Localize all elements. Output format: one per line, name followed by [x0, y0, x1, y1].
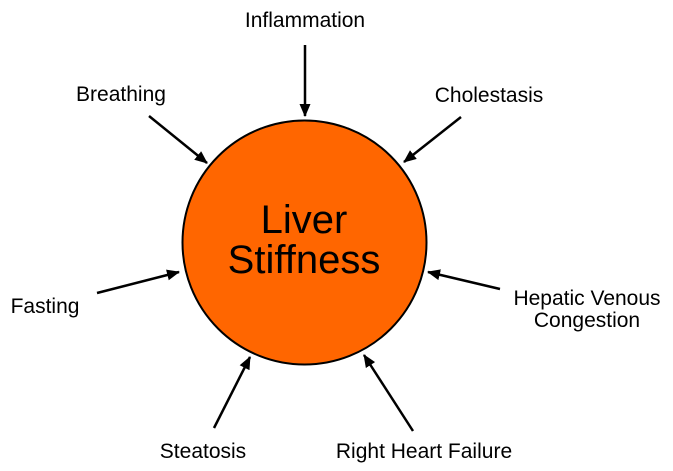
arrow-steatosis: [212, 356, 252, 429]
factor-label-steatosis: Steatosis: [159, 440, 247, 463]
factor-label-breathing: Breathing: [76, 83, 166, 106]
factor-label-inflammation: Inflammation: [244, 9, 366, 32]
factor-label-fasting: Fasting: [10, 295, 80, 318]
center-circle: [181, 119, 428, 366]
factor-label-right-heart-failure: Right Heart Failure: [335, 440, 513, 463]
arrow-breathing: [148, 115, 208, 164]
factor-label-hepatic-venous-congestion: Hepatic Venous Congestion: [513, 287, 661, 332]
arrow-hepatic-venous-congestion: [427, 269, 501, 291]
arrow-fasting: [96, 269, 180, 295]
arrow-right-heart-failure: [362, 354, 415, 432]
arrow-cholestasis: [403, 116, 462, 163]
factor-label-cholestasis: Cholestasis: [434, 84, 544, 107]
center-label-liver-stiffness: Liver Stiffness: [227, 198, 381, 282]
